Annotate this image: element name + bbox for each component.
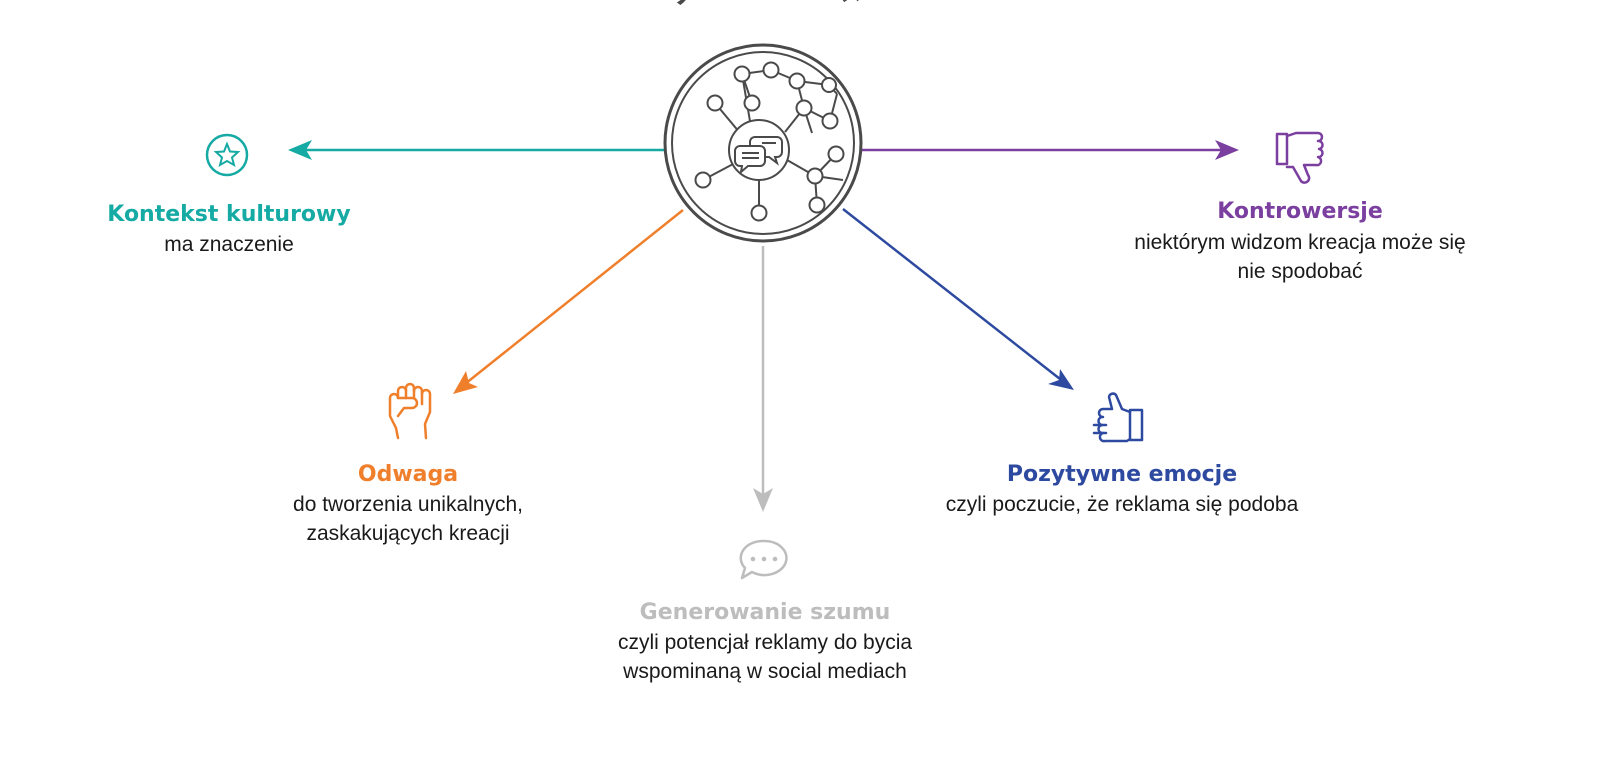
node-description-line: czyli potencjał reklamy do bycia [618,631,912,654]
node-description-line: zaskakujących kreacji [306,522,509,545]
node-description-line: czyli poczucie, że reklama się podoba [946,493,1299,516]
hub-title-arc: Social Power [659,0,870,12]
hub-inner-ring [671,51,855,235]
node-kontrowersje: Kontrowersje niektórym widzom kreacja mo… [1134,131,1466,283]
arrow-kontrowersje [862,140,1239,160]
thumbs-up-icon [1092,392,1144,443]
node-title: Generowanie szumu [640,600,891,625]
node-title: Kontekst kulturowy [107,202,350,227]
node-title: Kontrowersje [1217,199,1383,224]
social-power-hub: Social Power [659,0,870,243]
node-description-line: wspominaną w social mediach [622,660,907,683]
node-description-line: ma znaczenie [164,233,294,256]
arrow-odwaga [453,209,684,394]
node-title: Pozytywne emocje [1007,462,1237,487]
node-kontekst-kulturowy: Kontekst kulturowy ma znaczenie [107,133,351,256]
node-generowanie-szumu: Generowanie szumu czyli potencjał reklam… [618,539,912,683]
star-badge-icon [205,133,249,177]
thumbs-down-icon [1275,131,1324,184]
node-description-line: nie spodobać [1238,260,1363,283]
arrow-pozytywne [842,208,1074,390]
node-title: Odwaga [358,462,458,487]
speech-bubble-icon [739,539,788,580]
node-description-line: niektórym widzom kreacja może się [1134,231,1465,254]
hub-title: Social Power [659,0,870,12]
node-odwaga: Odwaga do tworzenia unikalnych, zaskakuj… [293,382,523,545]
arrow-kontekst [288,140,665,160]
raised-fist-icon [388,382,432,440]
arrow-szum [753,246,773,512]
node-description-line: do tworzenia unikalnych, [293,493,523,516]
node-pozytywne-emocje: Pozytywne emocje czyli poczucie, że rekl… [946,392,1299,516]
chat-bubbles-icon [734,136,783,175]
network-icon [694,61,845,222]
